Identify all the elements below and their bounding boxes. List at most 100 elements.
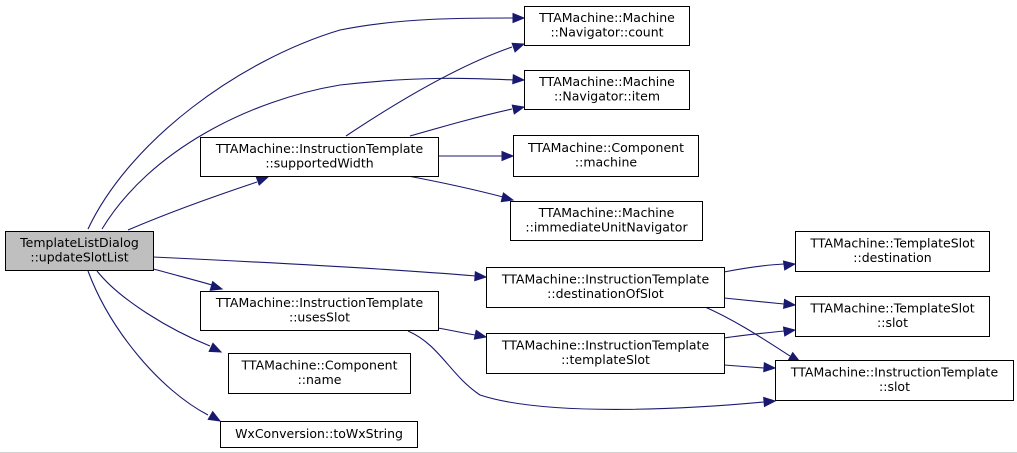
node-label-line: ::destination	[853, 250, 931, 265]
node-label-line: ::immediateUnitNavigator	[525, 220, 688, 235]
arrowhead	[511, 42, 526, 53]
edge-line	[345, 46, 513, 137]
edge-dest-of-slot-to-ts-slot	[723, 297, 797, 310]
arrowhead	[511, 104, 526, 115]
arrowhead	[255, 176, 270, 186]
node-box	[524, 70, 690, 110]
node-label-line: ::slot	[879, 379, 910, 394]
arrowhead	[500, 192, 515, 203]
node-ts-destination[interactable]: TTAMachine::TemplateSlot::destination	[795, 231, 990, 272]
edge-line	[723, 297, 785, 305]
arrowhead	[207, 410, 222, 422]
node-comp-machine[interactable]: TTAMachine::Component::machine	[513, 135, 699, 177]
node-box	[486, 267, 725, 308]
node-imm-unit-nav[interactable]: TTAMachine::Machine::immediateUnitNaviga…	[510, 201, 703, 241]
arrowhead	[474, 270, 488, 282]
node-label-line: ::name	[298, 372, 342, 387]
node-label-line: TTAMachine::InstructionTemplate	[215, 295, 424, 310]
edge-line	[87, 270, 209, 416]
edge-supported-width-to-comp-machine	[437, 150, 515, 162]
node-box	[486, 333, 725, 374]
edge-root-to-uses-slot	[149, 267, 224, 291]
node-label-line: TTAMachine::Component	[241, 358, 398, 373]
edge-uses-slot-to-it-slot	[407, 330, 777, 410]
edge-line	[437, 327, 476, 336]
node-supported-width[interactable]: TTAMachine::InstructionTemplate::support…	[200, 137, 439, 177]
node-label-line: TTAMachine::Machine	[538, 205, 675, 220]
arrowhead	[783, 298, 797, 310]
edge-line	[152, 256, 477, 277]
node-root[interactable]: TemplateListDialog::updateSlotList	[5, 231, 154, 271]
edge-line	[407, 175, 504, 198]
edge-root-to-to-wx-string	[87, 270, 222, 422]
arrowhead	[473, 329, 488, 340]
node-label-line: TTAMachine::InstructionTemplate	[215, 141, 424, 156]
edge-root-to-comp-name	[96, 270, 223, 353]
nodes-layer: TemplateListDialog::updateSlotListTTAMac…	[5, 6, 1014, 448]
arrowhead	[782, 260, 797, 271]
node-label-line: TTAMachine::Component	[527, 140, 684, 155]
node-box	[200, 137, 439, 177]
edge-template-slot-to-it-slot	[723, 361, 777, 373]
node-nav-item[interactable]: TTAMachine::Machine::Navigator::item	[524, 70, 690, 110]
node-to-wx-string[interactable]: WxConversion::toWxString	[220, 421, 418, 448]
edge-line	[96, 270, 211, 347]
edge-supported-width-to-nav-item	[409, 104, 526, 137]
edge-supported-width-to-imm-unit-nav	[407, 175, 515, 203]
edge-template-slot-to-ts-slot	[723, 326, 797, 339]
node-label-line: TTAMachine::Machine	[538, 10, 675, 25]
node-comp-name[interactable]: TTAMachine::Component::name	[228, 353, 411, 394]
edge-line	[407, 330, 765, 410]
node-label-line: ::destinationOfSlot	[547, 286, 664, 301]
edge-line	[127, 181, 258, 231]
node-label-line: ::usesSlot	[289, 310, 350, 325]
node-label-line: TTAMachine::InstructionTemplate	[501, 272, 710, 287]
node-box	[5, 231, 154, 271]
edge-root-to-nav-count	[87, 12, 526, 230]
node-box	[775, 360, 1014, 401]
node-label-line: TTAMachine::InstructionTemplate	[501, 338, 710, 353]
node-box	[513, 135, 699, 177]
node-label-line: TTAMachine::TemplateSlot	[809, 236, 974, 251]
edge-uses-slot-to-template-slot	[437, 327, 488, 340]
edge-line	[704, 306, 791, 357]
node-box	[795, 296, 990, 337]
node-label-line: TTAMachine::InstructionTemplate	[790, 365, 999, 380]
edge-root-to-dest-of-slot	[152, 256, 488, 282]
node-label-line: ::Navigator::item	[554, 89, 660, 104]
node-dest-of-slot[interactable]: TTAMachine::InstructionTemplate::destina…	[486, 267, 725, 308]
node-box	[524, 6, 690, 46]
arrowhead	[782, 326, 797, 337]
edges-layer	[87, 12, 802, 422]
node-nav-count[interactable]: TTAMachine::Machine::Navigator::count	[524, 6, 690, 46]
edge-supported-width-to-nav-count	[345, 42, 526, 137]
node-ts-slot[interactable]: TTAMachine::TemplateSlot::slot	[795, 296, 990, 337]
edge-line	[723, 330, 785, 339]
node-label-line: TTAMachine::TemplateSlot	[809, 301, 974, 316]
node-label-line: ::slot	[877, 315, 908, 330]
node-label-line: TTAMachine::Machine	[538, 74, 675, 89]
arrowhead	[512, 73, 526, 85]
node-label-line: ::updateSlotList	[30, 250, 128, 265]
node-box	[510, 201, 703, 241]
arrowhead	[208, 342, 223, 353]
node-label-line: WxConversion::toWxString	[235, 426, 403, 441]
edge-line	[101, 77, 515, 230]
node-box	[220, 421, 418, 448]
arrowhead	[209, 280, 224, 291]
node-label-line: ::templateSlot	[561, 352, 650, 367]
node-box	[200, 291, 439, 331]
edge-line	[87, 17, 515, 230]
node-uses-slot[interactable]: TTAMachine::InstructionTemplate::usesSlo…	[200, 291, 439, 331]
edge-line	[723, 263, 785, 273]
node-label-line: ::machine	[575, 155, 637, 170]
node-label-line: ::Navigator::count	[550, 25, 663, 40]
node-box	[795, 231, 990, 272]
node-template-slot[interactable]: TTAMachine::InstructionTemplate::templat…	[486, 333, 725, 374]
edge-line	[409, 108, 513, 137]
edge-dest-of-slot-to-ts-destination	[723, 260, 797, 273]
node-label-line: ::supportedWidth	[265, 156, 373, 171]
node-it-slot[interactable]: TTAMachine::InstructionTemplate::slot	[775, 360, 1014, 401]
edge-root-to-supported-width	[127, 176, 270, 231]
